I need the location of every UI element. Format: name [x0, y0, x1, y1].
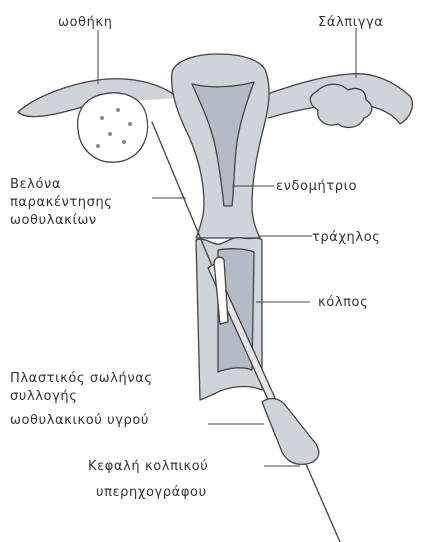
label-vagina: κόλπος: [318, 294, 368, 311]
label-fallopian-tube: Σάλπιγγα: [318, 14, 383, 31]
label-probe-line-2: υπερηχογράφου: [96, 484, 207, 501]
right-ovary: [310, 84, 372, 127]
label-tube-line-3: ωοθυλακικού υγρού: [10, 412, 149, 429]
label-ovary: ωοθήκη: [58, 14, 113, 31]
ultrasound-probe: [262, 399, 319, 465]
label-endometrium: ενδομήτριο: [276, 178, 357, 195]
label-needle-line-2: παρακέντησης: [10, 194, 113, 211]
label-probe-line-1: Κεφαλή κολπικού: [88, 458, 208, 475]
left-ovary: [78, 93, 148, 162]
label-needle-line-1: Βελόνα: [10, 176, 61, 193]
label-cervix: τράχηλος: [312, 229, 380, 246]
label-tube-line-1: Πλαστικός σωλήνας: [10, 370, 153, 387]
label-needle-line-3: ωοθυλακίων: [10, 212, 97, 229]
label-tube-line-2: συλλογής: [10, 388, 77, 405]
probe-cable: [306, 464, 340, 542]
